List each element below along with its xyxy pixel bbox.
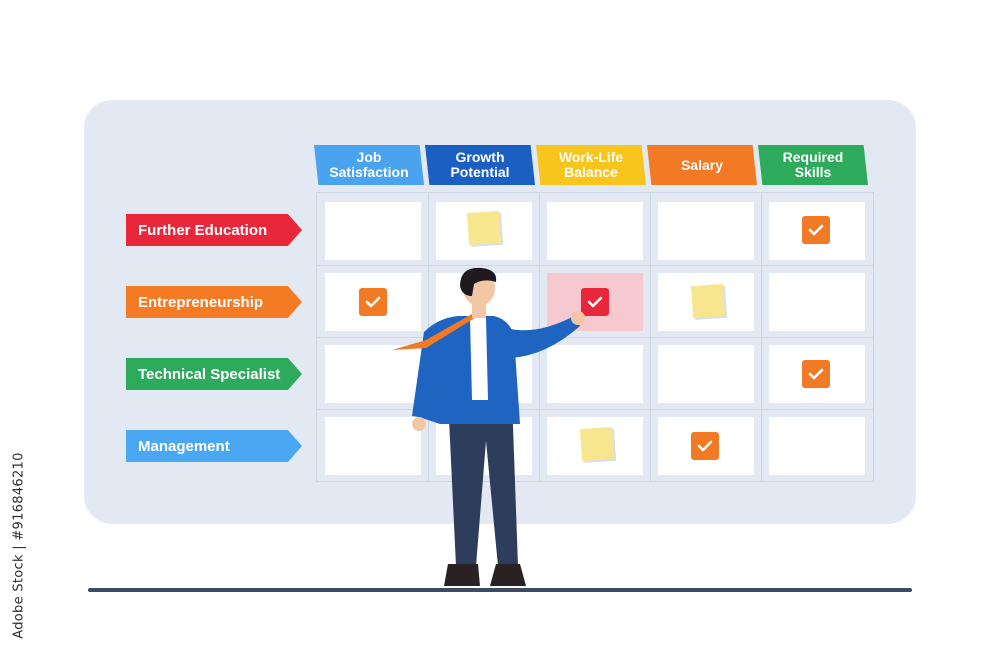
- checkmark-icon: [802, 216, 830, 244]
- checkmark-icon: [581, 288, 609, 316]
- column-header-required-skills: Required Skills: [758, 145, 868, 185]
- grid-cell: [325, 417, 421, 475]
- grid-line: [316, 409, 874, 410]
- checkmark-icon: [691, 432, 719, 460]
- grid-cell: [547, 345, 643, 403]
- row-label-management: Management: [126, 430, 302, 462]
- grid-line: [316, 265, 874, 266]
- grid-cell: [547, 202, 643, 260]
- grid-cell: [658, 345, 754, 403]
- checkmark-icon: [802, 360, 830, 388]
- column-header-work-life-balance: Work-Life Balance: [536, 145, 646, 185]
- checkmark-icon: [359, 288, 387, 316]
- row-label-further-education: Further Education: [126, 214, 302, 246]
- grid-cell: [769, 417, 865, 475]
- grid-cell: [769, 273, 865, 331]
- grid-cell: [325, 202, 421, 260]
- businessman-pointing-illustration: [392, 267, 585, 586]
- stock-watermark: Adobe Stock | #916846210: [6, 430, 32, 660]
- column-header-salary: Salary: [647, 145, 757, 185]
- grid-line: [316, 337, 874, 338]
- watermark-text: Adobe Stock | #916846210: [11, 451, 27, 639]
- column-header-growth-potential: Growth Potential: [425, 145, 535, 185]
- sticky-note-icon: [466, 210, 502, 246]
- column-header-job-satisfaction: Job Satisfaction: [314, 145, 424, 185]
- grid-cell: [658, 202, 754, 260]
- sticky-note-icon: [690, 283, 726, 319]
- row-label-entrepreneurship: Entrepreneurship: [126, 286, 302, 318]
- floor-line: [88, 588, 912, 592]
- row-label-technical-specialist: Technical Specialist: [126, 358, 302, 390]
- grid-cell: [325, 345, 421, 403]
